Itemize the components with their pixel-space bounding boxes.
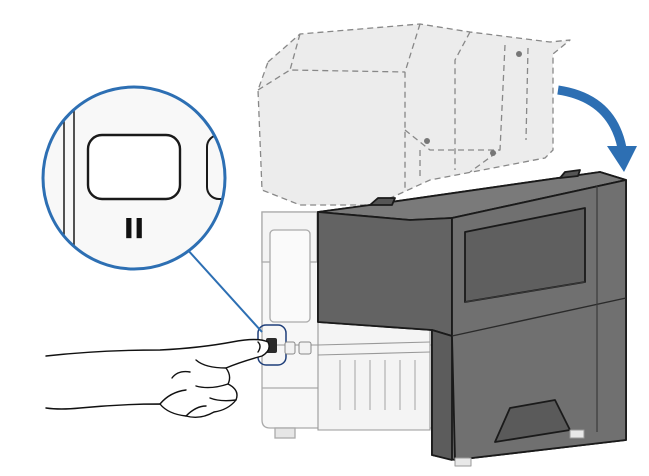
callout-magnifier: II: [41, 85, 227, 271]
hand-pressing-button: [45, 338, 270, 419]
pause-symbol-label: II: [124, 212, 145, 245]
pause-icon: [86, 133, 182, 201]
media-path: [317, 317, 431, 431]
open-media-cover-ghost: [257, 23, 571, 206]
printer-cover-closed: [317, 169, 627, 467]
cover-hinge-dots: [424, 51, 522, 156]
callout-connector: [176, 237, 263, 333]
curved-arrow-icon: [557, 85, 637, 172]
